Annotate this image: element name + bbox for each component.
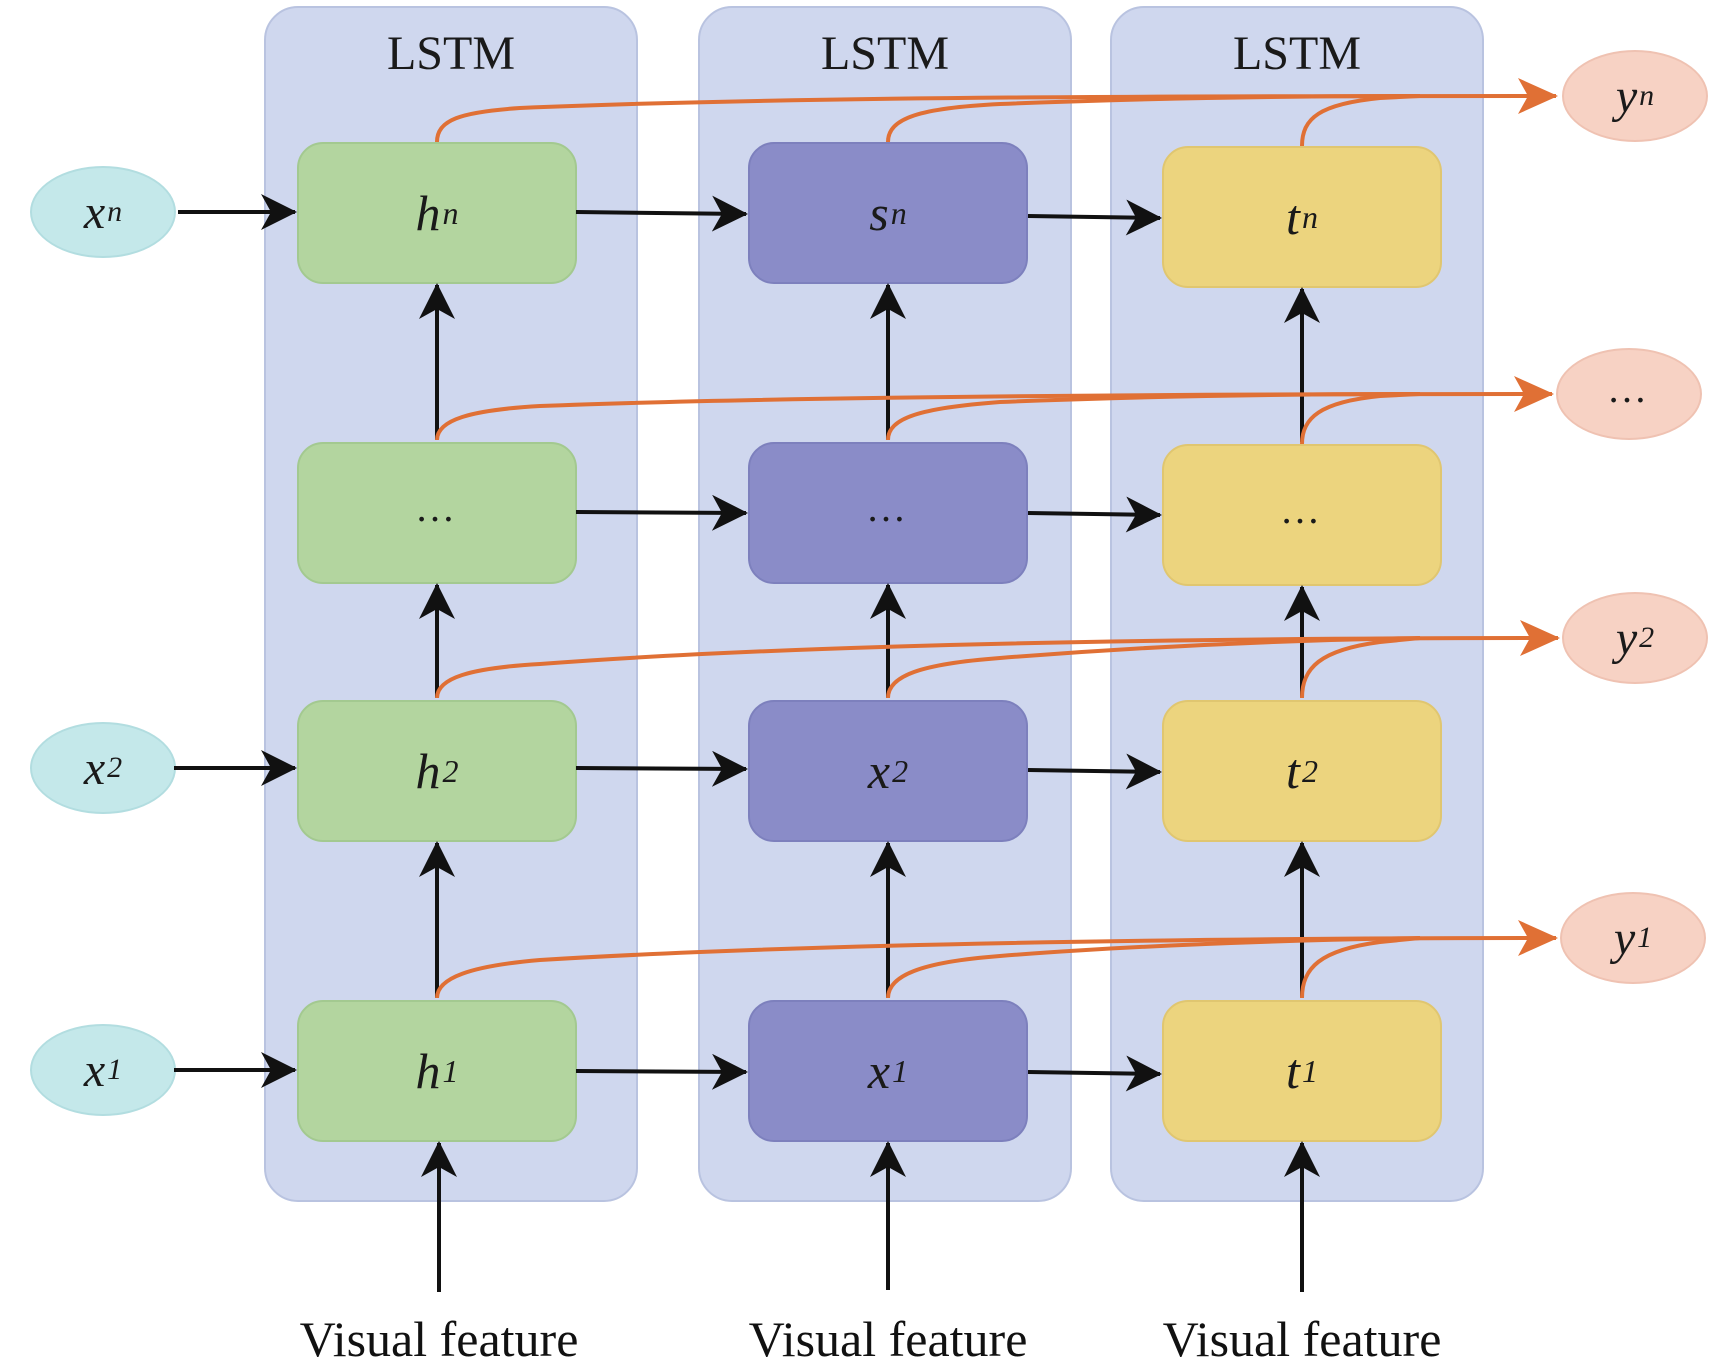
cell-label: h xyxy=(415,1043,441,1099)
output-label: y xyxy=(1615,611,1638,665)
cell-subscript: n xyxy=(1301,198,1318,235)
output-label: y xyxy=(1615,69,1638,123)
feature-label-2: Visual feature xyxy=(748,1311,1028,1367)
arrow-s-ellipsis-to-t-ellipsis xyxy=(1027,496,1162,533)
lstm-column-title-1: LSTM xyxy=(386,27,515,80)
output-arrow-tn-to-yn xyxy=(1300,94,1421,147)
input-label: x xyxy=(83,185,106,239)
output-arrow-t-ellipsis-to-output xyxy=(1300,392,1421,445)
output-node-ellipsis: … xyxy=(1556,348,1702,440)
lstm-column-title-3: LSTM xyxy=(1232,27,1361,80)
cell-label: … xyxy=(1280,486,1324,532)
input-subscript: 2 xyxy=(107,751,123,784)
cell-label: h xyxy=(415,743,441,799)
output-arrow-x2-to-y2 xyxy=(886,636,1421,699)
cell-label: x xyxy=(867,1043,891,1099)
output-label: y xyxy=(1613,911,1636,965)
cell-label: t xyxy=(1286,1043,1300,1099)
output-subscript: 2 xyxy=(1639,621,1655,654)
cell-label: … xyxy=(415,484,459,530)
output-arrow-t2-to-y2 xyxy=(1300,636,1421,699)
cell-subscript: n xyxy=(442,194,459,231)
feature-label-3: Visual feature xyxy=(1162,1311,1442,1367)
cell-label: s xyxy=(869,185,889,241)
output-arrow-x1-to-y1 xyxy=(886,936,1421,999)
cell-label: x xyxy=(867,743,891,799)
output-subscript: n xyxy=(1639,79,1655,112)
cell-subscript: 2 xyxy=(892,752,909,789)
arrow-h-ellipsis-to-s-ellipsis xyxy=(575,494,748,531)
arrow-h2-to-x2 xyxy=(575,750,748,787)
cell-subscript: 2 xyxy=(442,752,459,789)
cell-subscript: 1 xyxy=(1301,1052,1318,1089)
arrow-x2-to-t2 xyxy=(1027,753,1162,790)
output-arrow-s-ellipsis-to-output xyxy=(886,392,1421,441)
cell-h-ellipsis: … xyxy=(297,442,577,584)
lstm-column-title-2: LSTM xyxy=(820,27,949,80)
output-arrow-t1-to-y1 xyxy=(1300,936,1421,999)
output-subscript: 1 xyxy=(1637,921,1653,954)
cell-label: t xyxy=(1286,189,1300,245)
cell-subscript: n xyxy=(890,194,907,231)
input-subscript: 1 xyxy=(107,1053,123,1086)
cell-label: t xyxy=(1286,743,1300,799)
output-label: … xyxy=(1607,365,1651,411)
cell-subscript: 2 xyxy=(1301,752,1318,789)
cell-subscript: 1 xyxy=(442,1052,459,1089)
output-arrow-h1-to-y1 xyxy=(435,920,1558,999)
cell-s-ellipsis: … xyxy=(748,442,1028,584)
arrow-x1-to-t1 xyxy=(1027,1055,1162,1092)
output-arrow-h2-to-y2 xyxy=(435,620,1560,699)
input-label: x xyxy=(83,1043,106,1097)
arrow-h1-to-x1 xyxy=(575,1053,748,1090)
input-subscript: n xyxy=(107,195,123,228)
input-label: x xyxy=(83,741,106,795)
feature-label-1: Visual feature xyxy=(299,1311,579,1367)
cell-label: … xyxy=(866,484,910,530)
cell-label: h xyxy=(415,185,441,241)
cell-subscript: 1 xyxy=(892,1052,909,1089)
output-arrow-sn-to-yn xyxy=(886,94,1421,143)
arrow-sn-to-tn xyxy=(1027,199,1162,236)
arrow-hn-to-sn xyxy=(575,195,748,232)
